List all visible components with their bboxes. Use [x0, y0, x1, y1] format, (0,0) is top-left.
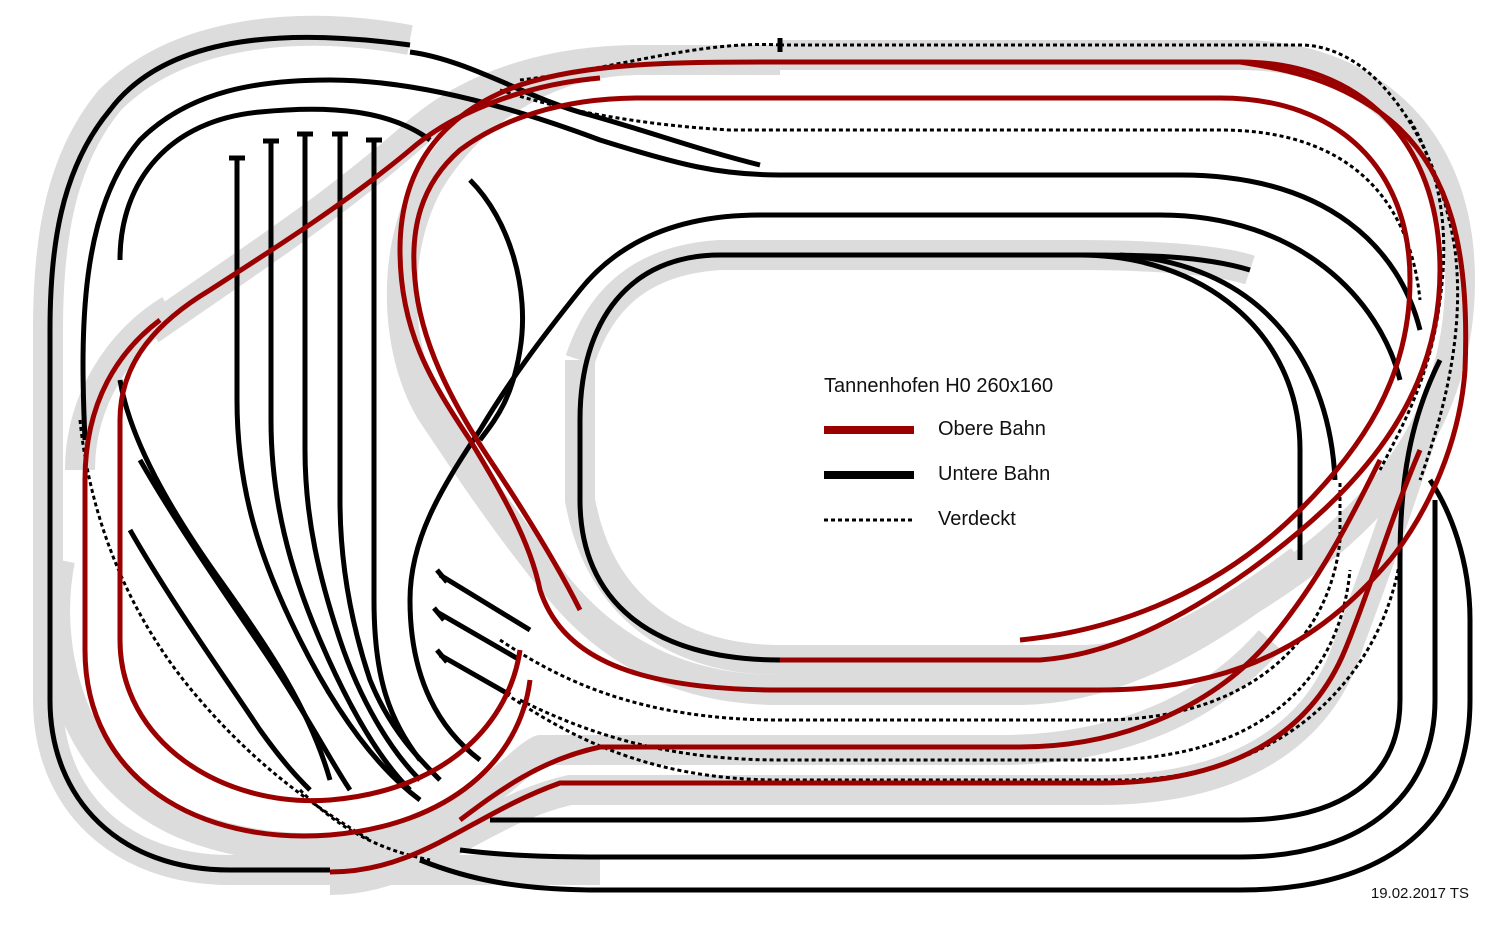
hidden-tracks	[78, 42, 1460, 862]
legend-item-hidden: Verdeckt	[938, 507, 1016, 531]
plan-title: Tannenhofen H0 260x160	[824, 375, 1054, 397]
legend-label-lower: Untere Bahn	[938, 462, 1051, 485]
lower-tracks	[47, 34, 1473, 893]
upper-tracks	[82, 59, 1469, 875]
legend-item-lower: Untere Bahn	[938, 462, 1050, 486]
legend-label-upper: Obere Bahn	[938, 417, 1046, 440]
legend-label-hidden: Verdeckt	[938, 507, 1016, 530]
date-signature: 19.02.2017 TS	[1370, 885, 1469, 902]
legend-item-upper: Obere Bahn	[938, 417, 1046, 441]
